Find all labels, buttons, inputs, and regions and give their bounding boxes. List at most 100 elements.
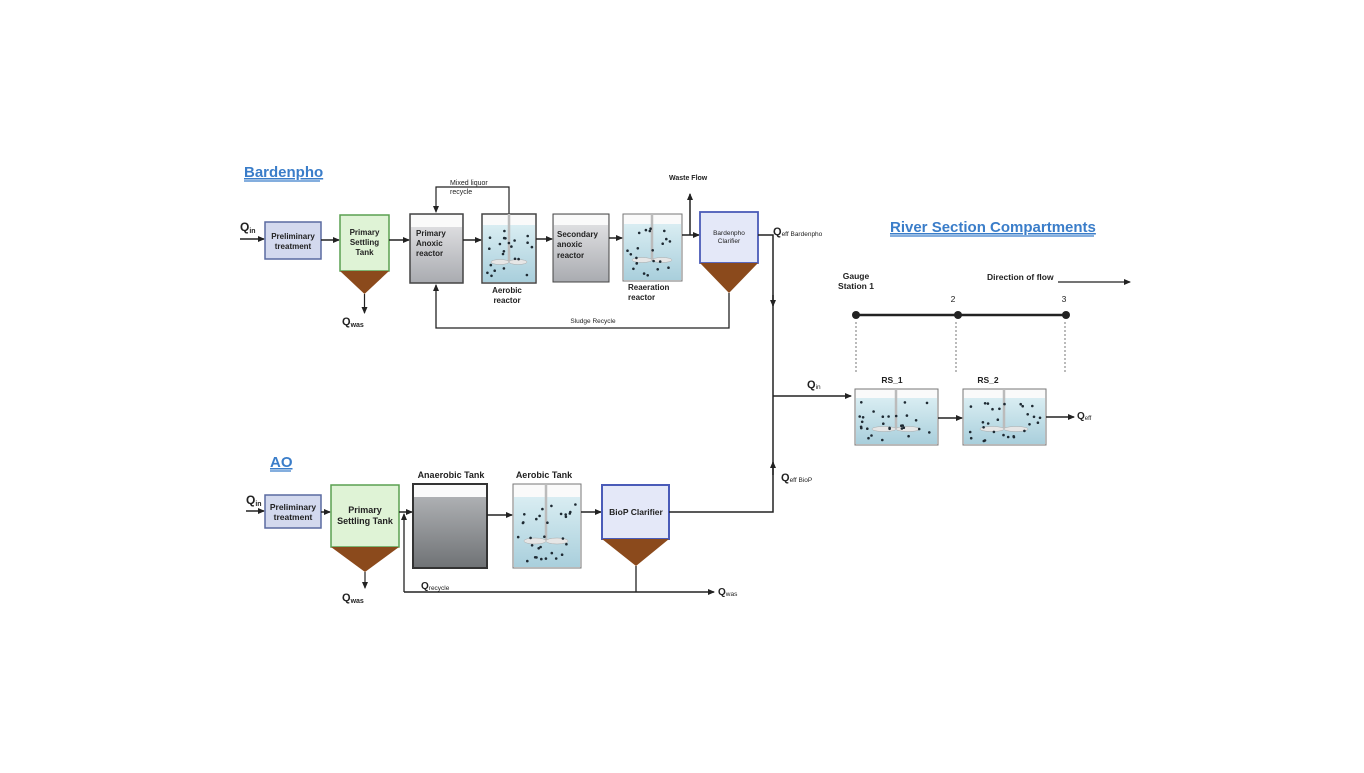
svg-text:2: 2 [951, 294, 956, 304]
ao-title[interactable]: AO [270, 454, 293, 471]
biomass-dot [1036, 421, 1040, 425]
biomass-dot [507, 241, 511, 245]
bardenpho-preliminary-treatment[interactable] [264, 221, 322, 260]
station-2-node[interactable] [954, 311, 962, 319]
biomass-dot [635, 262, 638, 265]
biomass-dot [516, 535, 520, 539]
biomass-dot [661, 242, 664, 245]
biomass-dot [1021, 404, 1024, 408]
biomass-dot [543, 535, 546, 538]
biomass-dot [1026, 413, 1029, 416]
ao-biop-clarifier[interactable] [601, 484, 670, 540]
biomass-dot [1006, 435, 1010, 439]
bardenpho-settling-sludge-hopper [340, 271, 389, 294]
biomass-dot [550, 504, 553, 508]
biomass-dot [632, 267, 635, 271]
rs1-biomass [858, 401, 931, 442]
biomass-dot [498, 242, 502, 246]
ao-preliminary-treatment[interactable] [264, 494, 322, 529]
bardenpho-secondary-anoxic-reactor[interactable] [552, 213, 610, 283]
biomass-dot [860, 420, 864, 424]
biomass-dot [626, 249, 629, 252]
biomass-dot [858, 415, 861, 418]
biomass-dot [1031, 404, 1034, 408]
biomass-dot [544, 557, 548, 560]
svg-text:RS_1: RS_1 [881, 375, 903, 385]
svg-text:Station 1: Station 1 [838, 281, 874, 291]
svg-text:Direction of flow: Direction of flow [987, 272, 1054, 282]
biomass-dot [658, 260, 662, 263]
biomass-dot [1023, 429, 1026, 433]
ao-anaerobic-tank[interactable] [412, 483, 488, 569]
biomass-dot [546, 521, 549, 524]
biomass-dot [925, 401, 929, 405]
svg-text:treatment: treatment [275, 242, 312, 251]
biomass-dot [992, 430, 996, 434]
biomass-dot [644, 228, 648, 232]
bardenpho-train: Qin Preliminary treatment Primary Settli… [240, 175, 823, 396]
svg-text:Primary: Primary [350, 228, 380, 237]
biomass-dot [535, 556, 538, 559]
biomass-dot [1019, 402, 1022, 406]
biomass-dot [867, 436, 870, 440]
ao-aerobic-tank[interactable] [512, 483, 582, 569]
biomass-dot [861, 416, 865, 419]
biomass-dot [986, 402, 990, 405]
biomass-dot [887, 415, 890, 418]
biomass-dot [535, 517, 538, 521]
ao-settling-sludge-hopper [331, 547, 399, 572]
bardenpho-q-was-label: Qwas [342, 316, 364, 329]
biomass-dot [870, 434, 873, 437]
biomass-dot [982, 426, 985, 429]
ao-primary-settling-tank[interactable] [330, 484, 400, 548]
river-compartment-rs2[interactable] [962, 388, 1047, 446]
gauge-station-1-node[interactable] [852, 311, 860, 319]
biomass-dot [652, 259, 655, 263]
biomass-dot [568, 512, 572, 515]
station-3-node[interactable] [1062, 311, 1070, 319]
biomass-dot [503, 229, 506, 233]
svg-text:Tank: Tank [355, 248, 374, 257]
biomass-dot [559, 512, 563, 516]
biomass-dot [881, 415, 885, 419]
biomass-dot [510, 245, 513, 248]
biomass-dot [646, 274, 649, 277]
ao-clarifier-sludge-hopper [602, 539, 669, 566]
biomass-dot [635, 256, 638, 260]
biomass-dot [504, 237, 507, 240]
biomass-dot [629, 253, 633, 256]
bardenpho-title[interactable]: Bardenpho [244, 164, 323, 181]
svg-text:Bardenpho: Bardenpho [713, 230, 745, 237]
svg-text:Mixed liquor: Mixed liquor [450, 180, 488, 187]
biomass-dot [526, 559, 529, 563]
biomass-dot [907, 434, 910, 438]
biomass-dot [1002, 433, 1005, 437]
biomass-dot [538, 514, 541, 518]
svg-text:Settling Tank: Settling Tank [337, 516, 394, 526]
svg-text:Secondary: Secondary [557, 230, 598, 239]
svg-text:Anoxic: Anoxic [416, 239, 443, 248]
svg-text:Waste Flow: Waste Flow [669, 175, 708, 182]
biomass-dot [648, 229, 652, 233]
svg-text:Reaeration: Reaeration [628, 283, 669, 292]
svg-text:Primary: Primary [416, 229, 446, 238]
biomass-dot [526, 241, 529, 244]
bardenpho-reaeration-reactor[interactable] [622, 213, 683, 282]
svg-text:Settling: Settling [350, 238, 379, 247]
svg-text:Clarifier: Clarifier [718, 238, 741, 245]
bardenpho-aerobic-biomass [486, 229, 534, 278]
biomass-dot [656, 268, 659, 271]
biomass-dot [900, 424, 903, 428]
biomass-dot [554, 557, 558, 560]
biomass-dot [866, 427, 869, 431]
bardenpho-clarifier-sludge-hopper [700, 263, 758, 293]
bardenpho-reaeration-biomass [626, 227, 672, 277]
biomass-dot [986, 422, 990, 425]
biomass-dot [1032, 415, 1036, 419]
river-title[interactable]: River Section Compartments [890, 219, 1096, 236]
bardenpho-q-in-label: Qin [240, 220, 256, 235]
svg-text:Sludge Recycle: Sludge Recycle [570, 318, 616, 325]
bardenpho-aerobic-reactor[interactable] [481, 213, 537, 284]
river-compartment-rs1[interactable] [854, 388, 939, 446]
bardenpho-clarifier[interactable] [699, 211, 759, 264]
